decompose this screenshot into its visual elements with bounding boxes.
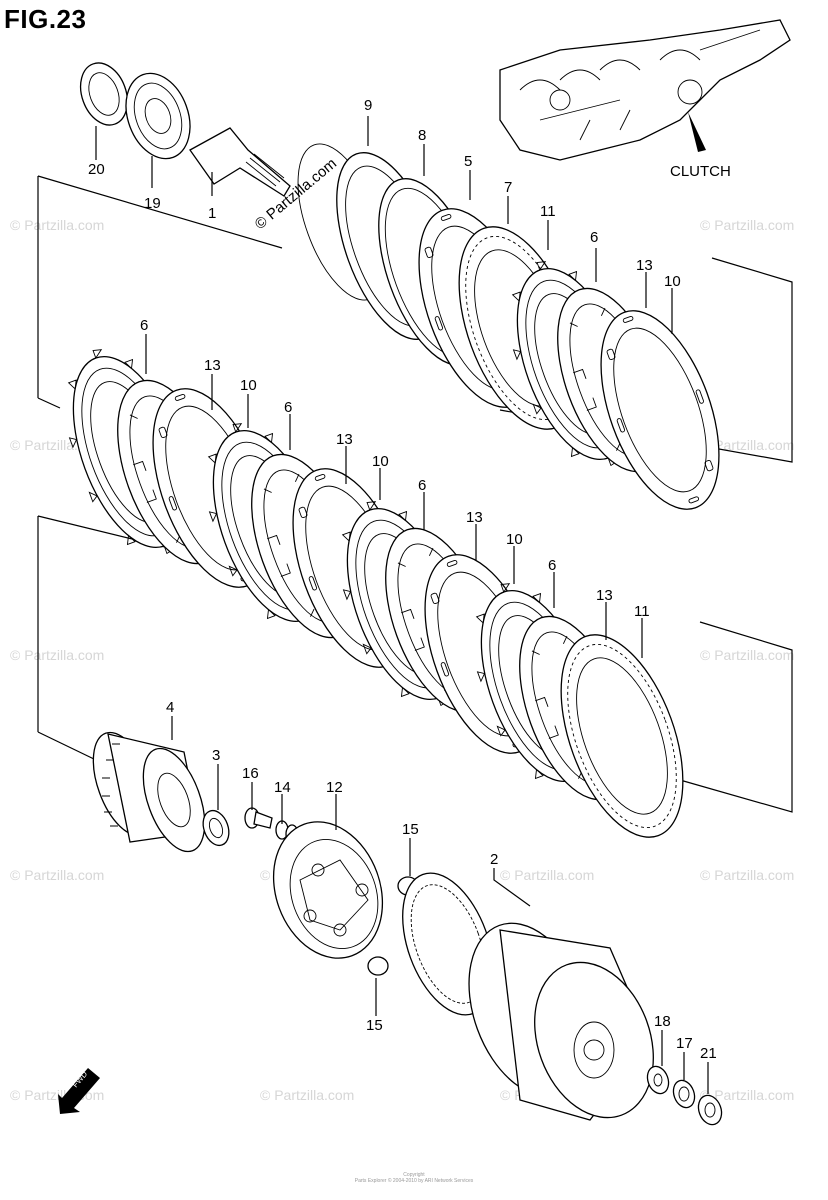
watermark-text: © Partzilla.com (10, 1087, 104, 1103)
callout-20: 20 (88, 161, 105, 178)
callout-6-row2c: 6 (418, 477, 426, 494)
callout-1: 1 (208, 205, 216, 222)
callout-6-row2d: 6 (548, 557, 556, 574)
callout-17: 17 (676, 1035, 693, 1052)
callout-12: 12 (326, 779, 343, 796)
footer-line-1: Copyright (403, 1172, 425, 1178)
callout-11-top: 11 (540, 203, 556, 220)
callout-18: 18 (654, 1013, 671, 1030)
callout-21: 21 (700, 1045, 717, 1062)
callout-15-lower: 15 (366, 1017, 383, 1034)
part-3-washer (202, 809, 230, 847)
callout-2: 2 (490, 851, 498, 868)
watermark-text: © Partzilla.com (500, 867, 594, 883)
part-4-sleeve-hub (92, 731, 206, 853)
part-12-pressure-plate (272, 821, 384, 959)
callout-3: 3 (212, 747, 220, 764)
callout-labels: 20 19 1 9 8 5 7 11 6 13 10 6 13 10 6 13 … (88, 97, 717, 1062)
callout-5: 5 (464, 153, 472, 170)
callout-7: 7 (504, 179, 512, 196)
part-16-bolt (244, 807, 273, 829)
watermark-text: © Partzilla.com (700, 867, 794, 883)
watermark-text: © Partzilla.com (10, 647, 104, 663)
callout-13-row2d: 13 (596, 587, 613, 604)
callout-15-upper: 15 (402, 821, 419, 838)
copyright-footer: Copyright Parts Explorer © 2004-2010 by … (0, 1172, 828, 1184)
watermark-text: © Partzilla.com (700, 647, 794, 663)
callout-leaders (95, 116, 709, 1094)
watermark-text: © Partzilla.com (700, 217, 794, 233)
part-20-oil-seal (79, 62, 129, 126)
callout-6-top: 6 (590, 229, 598, 246)
callout-19: 19 (144, 195, 161, 212)
watermark-text: © Partzilla.com (260, 1087, 354, 1103)
part-19-bearing (125, 72, 191, 160)
assembly-label: CLUTCH (670, 163, 731, 180)
callout-10-row2b: 10 (372, 453, 389, 470)
callout-4: 4 (166, 699, 174, 716)
watermark-text: © Partzilla.com (700, 437, 794, 453)
callout-10-row2a: 10 (240, 377, 257, 394)
callout-14: 14 (274, 779, 291, 796)
clutch-assembly-thumbnail: CLUTCH (499, 19, 791, 180)
callout-16: 16 (242, 765, 259, 782)
callout-6-row2a: 6 (140, 317, 148, 334)
callout-8: 8 (418, 127, 426, 144)
watermark-text: © Partzilla.com (10, 867, 104, 883)
part-15-damper-lower (367, 956, 389, 976)
part-17-bearing (672, 1079, 696, 1109)
callout-13-row2c: 13 (466, 509, 483, 526)
callout-11-row2: 11 (634, 603, 650, 620)
watermark-text: © Partzilla.com (700, 1087, 794, 1103)
part-21-bearing (697, 1094, 723, 1126)
watermark-text: © Partzilla.com (10, 217, 104, 233)
part-1-shaft (189, 127, 291, 197)
callout-10-top: 10 (664, 273, 681, 290)
callout-10-row2c: 10 (506, 531, 523, 548)
callout-13-row2a: 13 (204, 357, 221, 374)
clutch-housing (468, 922, 654, 1121)
callout-13-top: 13 (636, 257, 653, 274)
part-18-washer (646, 1065, 670, 1095)
figure-title: FIG.23 (4, 4, 87, 34)
callout-9: 9 (364, 97, 372, 114)
footer-line-2: Parts Explorer © 2004-2010 by ARI Networ… (354, 1178, 474, 1184)
callout-13-row2b: 13 (336, 431, 353, 448)
callout-6-row2b: 6 (284, 399, 292, 416)
